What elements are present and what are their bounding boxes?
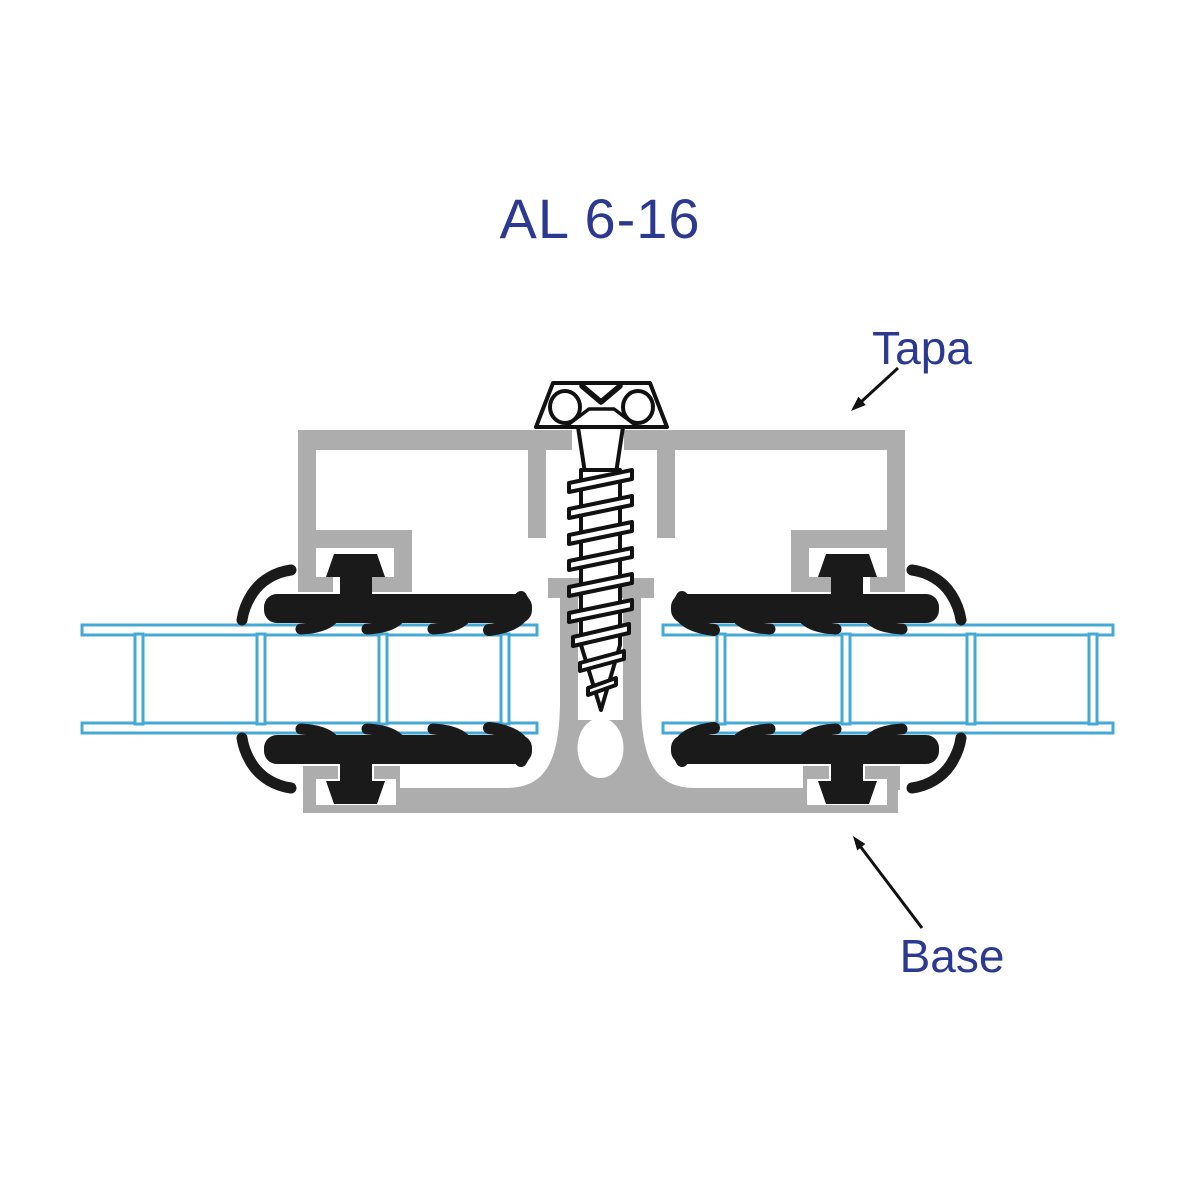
cap-gasket-channel-right (791, 530, 887, 548)
panel-rib (840, 632, 852, 726)
cap-side-wall-right (887, 430, 905, 592)
screw-thread (571, 622, 631, 648)
cap-profile (298, 430, 905, 592)
base-channel-fillet-left (505, 700, 560, 788)
panel-rib (377, 632, 389, 726)
base-arrow-head (853, 836, 866, 851)
panel-right (661, 623, 1115, 735)
diagram-title: AL 6-16 (499, 187, 700, 250)
screw-thread (567, 546, 634, 572)
panel-rib (1087, 632, 1099, 726)
screw-thread (567, 520, 634, 546)
base-channel-hollow (577, 718, 624, 778)
cap-center-leg-right (657, 450, 675, 538)
screw-thread (567, 572, 634, 598)
screw-thread (567, 598, 634, 624)
panel-rib (499, 632, 511, 726)
base-channel-fillet-right (641, 700, 696, 788)
screw-thread (567, 494, 634, 520)
cap-center-leg-left (528, 450, 546, 538)
screw (534, 381, 669, 712)
screw-drive-notch (579, 383, 623, 405)
panel-rib (133, 632, 145, 726)
cap-top-bar-left (298, 430, 572, 450)
screw-thread (578, 649, 626, 673)
cap-arrow-line (859, 366, 900, 404)
screw-head-lobe-left (548, 389, 582, 425)
base-plate (303, 788, 898, 813)
panel-left (80, 623, 539, 735)
screw-neck (576, 425, 625, 475)
base-callout: Base (853, 836, 1004, 982)
cap-gasket-channel-left (316, 530, 412, 548)
cap-label: Tapa (872, 322, 972, 374)
screw-head-lobe-right (621, 389, 655, 425)
screw-thread (586, 676, 618, 697)
base-label: Base (900, 930, 1005, 982)
cap-side-wall-left (298, 430, 316, 592)
cap-callout: Tapa (851, 322, 972, 411)
panel-rib (255, 632, 267, 726)
base-arrow-line (858, 845, 924, 929)
screw-thread (567, 468, 634, 494)
panel-rib (715, 632, 727, 726)
cap-arrow-head (851, 396, 866, 411)
panel-rib (965, 632, 977, 726)
cap-top-bar-right (624, 430, 905, 450)
